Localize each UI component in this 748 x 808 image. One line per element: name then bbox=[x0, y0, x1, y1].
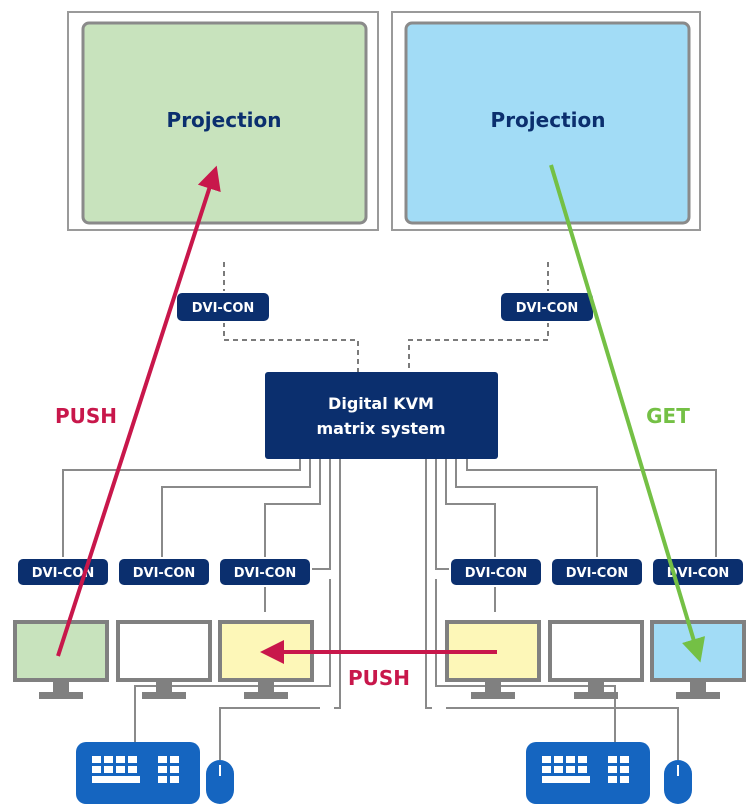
monitor-icon bbox=[445, 620, 541, 699]
kvm-label-line1: Digital KVM bbox=[328, 394, 434, 413]
dvi-con-badge-5: DVI-CON bbox=[550, 557, 644, 587]
mouse-icon bbox=[206, 760, 234, 804]
monitor-icon bbox=[548, 620, 644, 699]
dvi-con-badge-4: DVI-CON bbox=[449, 557, 543, 587]
dvi-con-badge-2: DVI-CON bbox=[117, 557, 211, 587]
dvi-con-badge-projector-left: DVI-CON bbox=[175, 291, 271, 323]
mouse-icon bbox=[664, 760, 692, 804]
get-label: GET bbox=[646, 404, 690, 428]
monitor-icon bbox=[650, 620, 746, 699]
projector-links bbox=[223, 262, 549, 372]
svg-text:DVI-CON: DVI-CON bbox=[465, 566, 528, 581]
dvi-con-badge-1: DVI-CON bbox=[16, 557, 110, 587]
monitor-icon bbox=[116, 620, 212, 699]
keyboard-icon bbox=[526, 742, 650, 804]
push-label-left: PUSH bbox=[55, 404, 117, 428]
svg-text:DVI-CON: DVI-CON bbox=[667, 566, 730, 581]
svg-text:DVI-CON: DVI-CON bbox=[516, 301, 579, 316]
get-arrow-down bbox=[549, 164, 706, 663]
kvm-matrix-system: Digital KVM matrix system bbox=[265, 372, 498, 459]
svg-text:DVI-CON: DVI-CON bbox=[234, 566, 297, 581]
push-label-bottom: PUSH bbox=[348, 666, 410, 690]
dvi-con-badge-6: DVI-CON bbox=[651, 557, 745, 587]
kvm-cables bbox=[62, 459, 717, 760]
svg-text:DVI-CON: DVI-CON bbox=[133, 566, 196, 581]
svg-text:DVI-CON: DVI-CON bbox=[566, 566, 629, 581]
monitor-icon bbox=[13, 620, 109, 699]
monitor-icon bbox=[218, 620, 314, 699]
keyboard-icon bbox=[76, 742, 200, 804]
projection-screen-left bbox=[81, 21, 368, 225]
projection-screen-right bbox=[404, 21, 691, 225]
projection-label-left: Projection bbox=[167, 108, 282, 132]
kvm-label-line2: matrix system bbox=[316, 419, 445, 438]
push-arrow-up bbox=[56, 165, 221, 657]
svg-text:DVI-CON: DVI-CON bbox=[32, 566, 95, 581]
dvi-con-badge-3: DVI-CON bbox=[218, 557, 312, 587]
projector-right: Projection bbox=[391, 11, 701, 231]
svg-text:DVI-CON: DVI-CON bbox=[192, 301, 255, 316]
projector-left: Projection bbox=[67, 11, 379, 231]
projection-label-right: Projection bbox=[491, 108, 606, 132]
dvi-con-badge-projector-right: DVI-CON bbox=[499, 291, 595, 323]
